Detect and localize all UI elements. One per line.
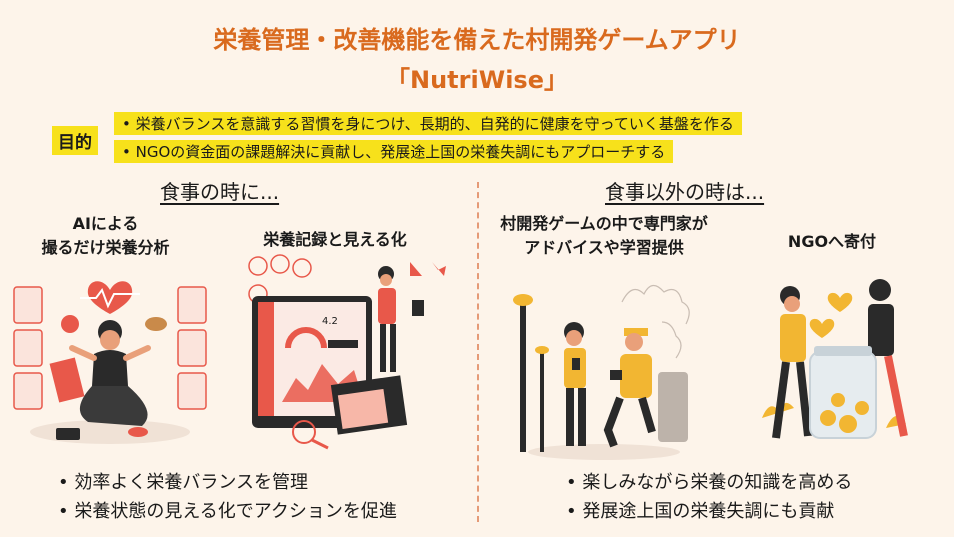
thumbs-up-icon	[410, 262, 422, 276]
cap-icon	[624, 328, 648, 336]
phone-icon	[56, 428, 80, 440]
tomato-icon	[61, 315, 79, 333]
left-section-heading: 食事の時に...	[160, 180, 280, 204]
feature-expert-advice-line1: 村開発ゲームの中で専門家が	[500, 214, 708, 233]
feature-record-visualize: 栄養記録と見える化	[263, 230, 407, 249]
page-title: 栄養管理・改善機能を備えた村開発ゲームアプリ	[213, 26, 741, 54]
left-bullet-1: • 効率よく栄養バランスを管理	[58, 472, 308, 493]
app-name: 「NutriWise」	[386, 66, 568, 94]
heart-icon	[827, 292, 853, 312]
chair-icon	[658, 372, 688, 442]
right-bullet-2: • 発展途上国の栄養失調にも貢献	[566, 501, 835, 522]
purpose-label: 目的	[52, 126, 98, 155]
burger-icon	[145, 317, 167, 331]
purpose-item-2: • NGOの資金面の課題解決に貢献し、発展途上国の栄養失調にもアプローチする	[114, 140, 674, 163]
feature-ai-analysis-line2: 撮るだけ栄養分析	[41, 238, 170, 257]
cup-icon	[610, 370, 622, 380]
right-section-heading: 食事以外の時は...	[605, 180, 765, 204]
feature-ngo-donation: NGOへ寄付	[787, 232, 877, 251]
clipboard-icon	[412, 300, 424, 316]
heart-icon	[87, 281, 133, 314]
feature-expert-advice-line2: アドバイスや学習提供	[524, 238, 684, 257]
feature-ai-analysis-line1: AIによる	[72, 214, 139, 233]
dashboard-illustration: 4.2	[248, 254, 446, 450]
feature-ai-analysis: AIによる 撮るだけ栄養分析	[18, 212, 193, 260]
heart-icon	[809, 318, 835, 338]
phone-icon	[572, 358, 580, 370]
expert-advice-illustration	[513, 284, 690, 460]
purpose-item-1: • 栄養バランスを意識する習慣を身につけ、長期的、自発的に健康を守っていく基盤を…	[114, 112, 742, 135]
star-icon	[432, 262, 446, 276]
street-lamp-icon	[520, 302, 526, 452]
dashboard-value: 4.2	[322, 316, 338, 327]
magnifier-icon	[292, 420, 316, 444]
left-bullet-2: • 栄養状態の見える化でアクションを促進	[58, 501, 397, 522]
section-divider	[477, 182, 479, 522]
right-bullet-1: • 楽しみながら栄養の知識を高める	[566, 472, 853, 493]
donation-illustration	[762, 279, 908, 439]
feature-expert-advice: 村開発ゲームの中で専門家が アドバイスや学習提供	[484, 212, 724, 260]
ai-analysis-illustration	[13, 281, 207, 444]
